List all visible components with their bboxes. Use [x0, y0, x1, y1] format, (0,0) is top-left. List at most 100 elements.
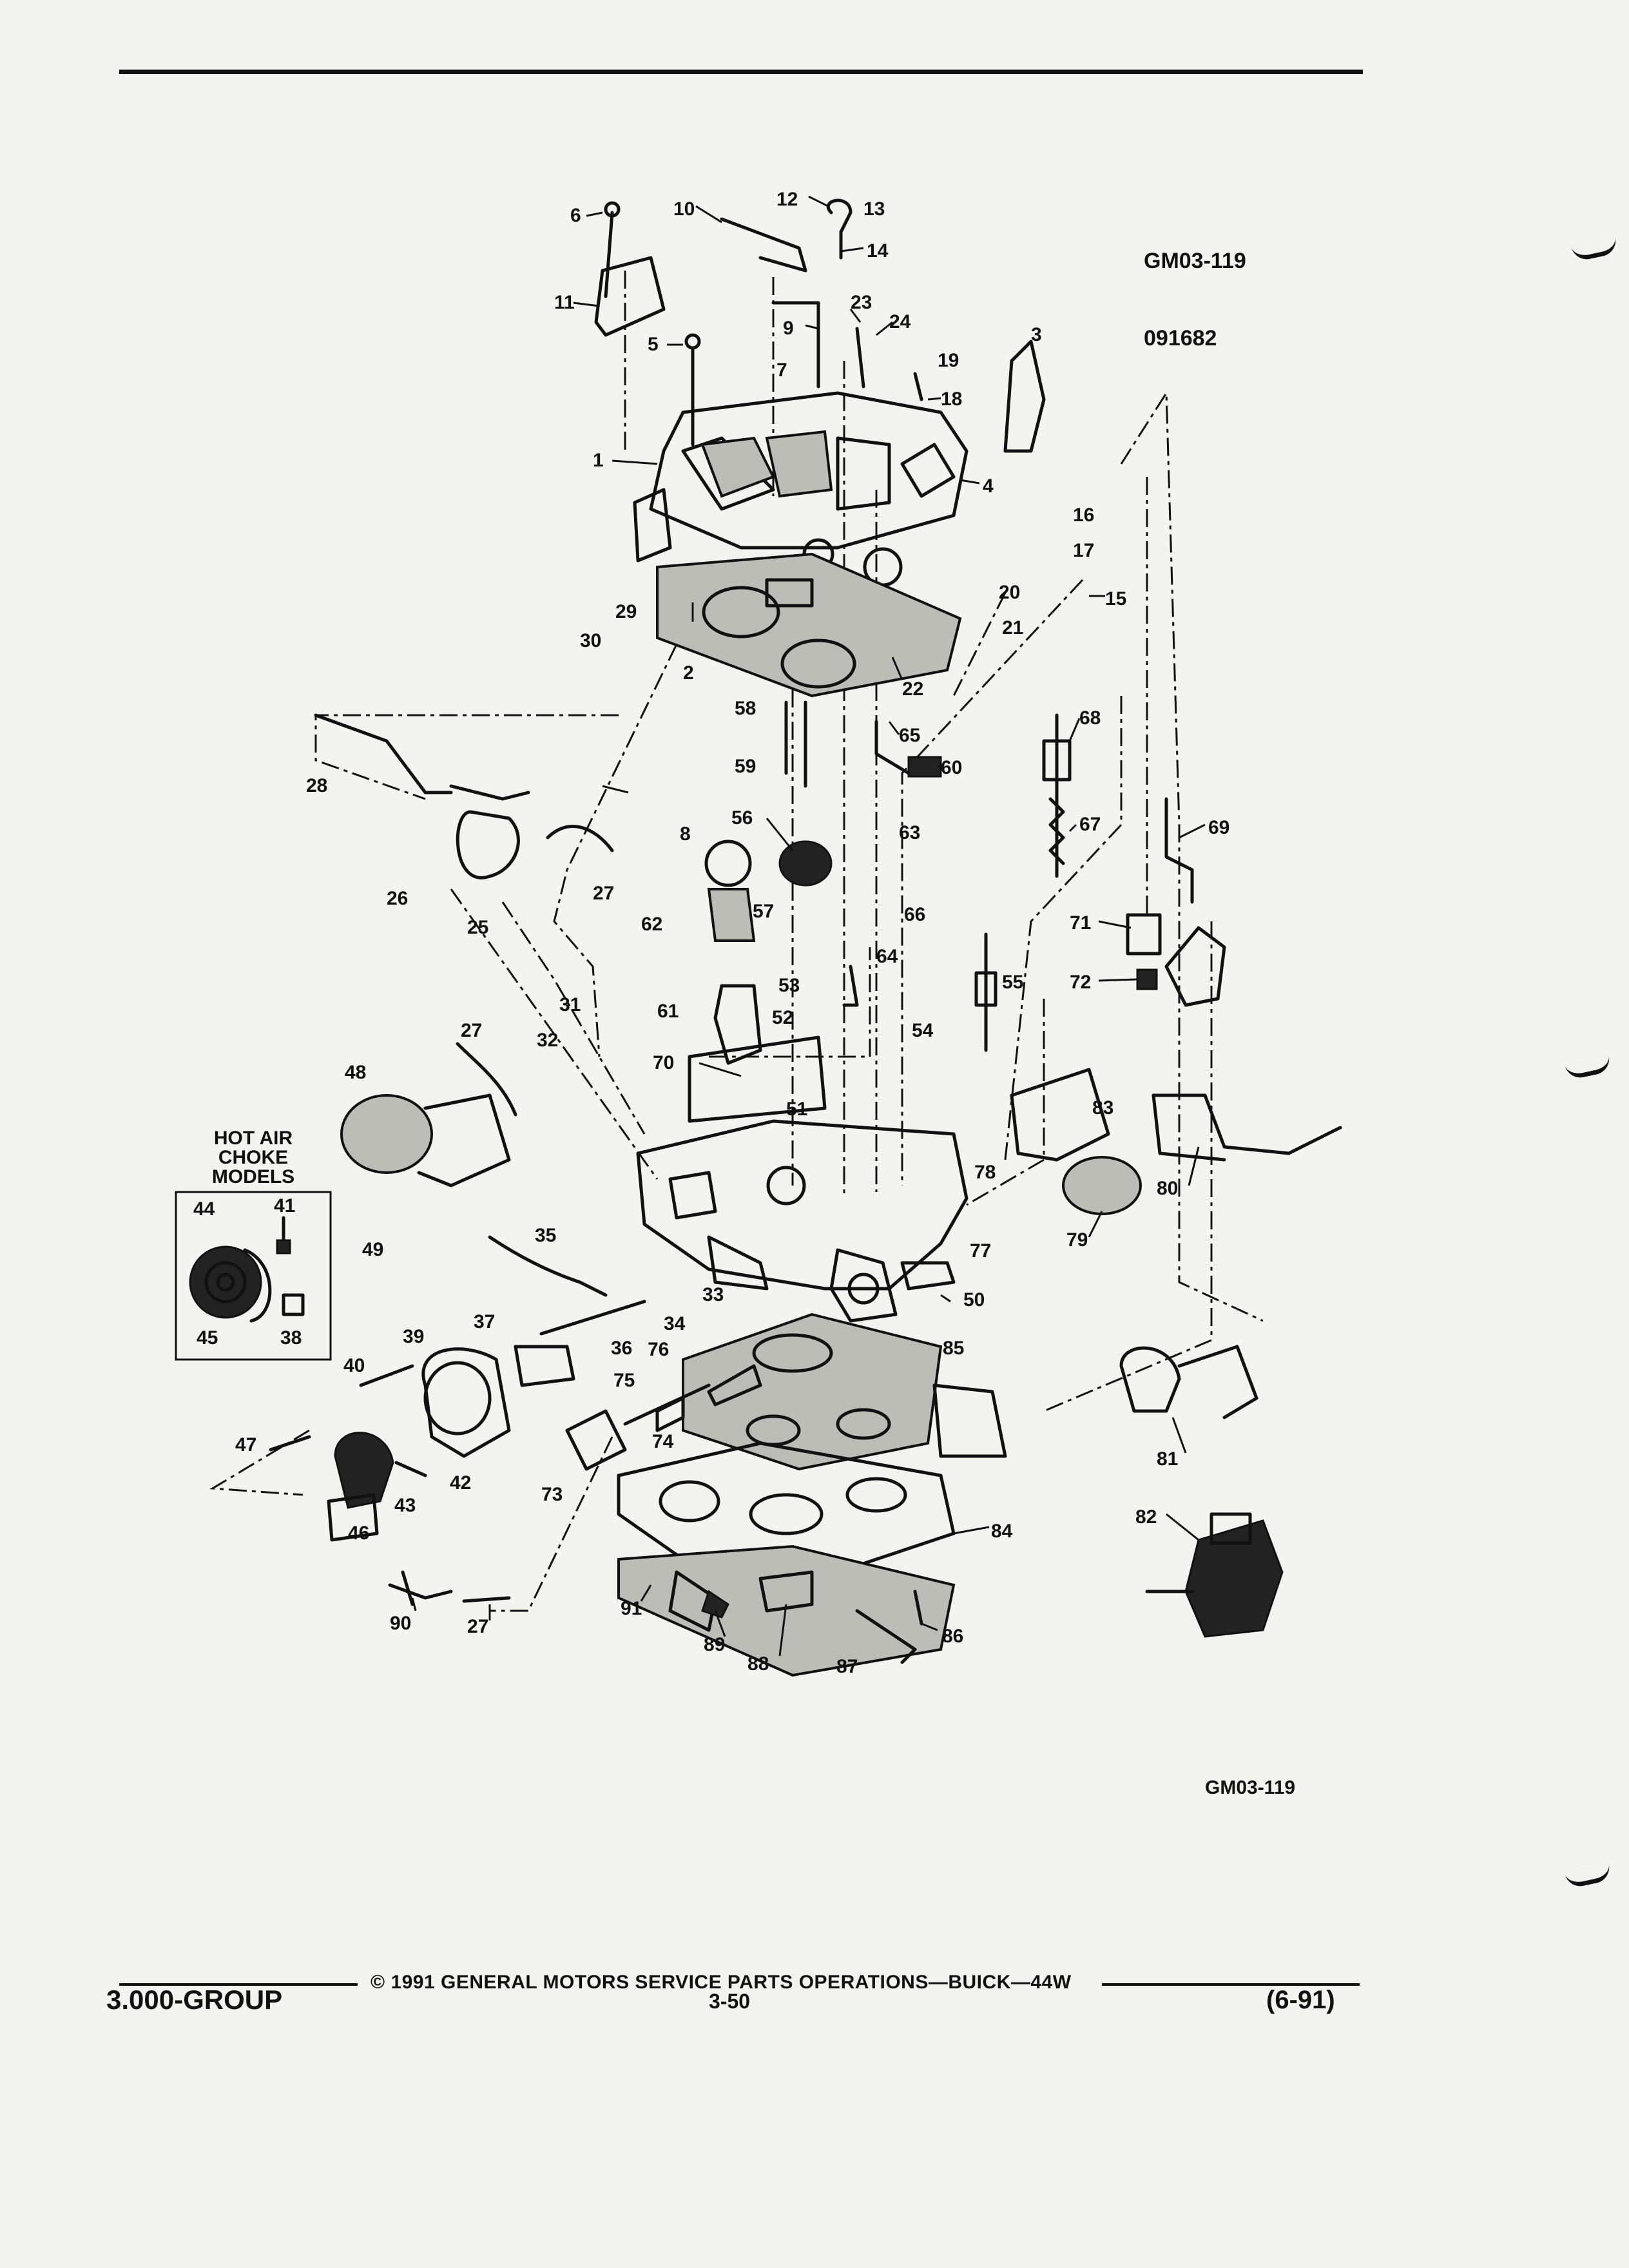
callout-48: 48	[345, 1062, 367, 1083]
callout-72: 72	[1070, 972, 1092, 993]
callout-42: 42	[450, 1472, 472, 1494]
callout-23: 23	[851, 292, 872, 313]
callout-28: 28	[306, 775, 328, 796]
callout-76: 76	[648, 1339, 670, 1360]
callout-36: 36	[611, 1338, 633, 1359]
top-rule	[119, 70, 1363, 74]
inset-title-line-2: CHOKE	[218, 1147, 289, 1168]
callout-27b: 27	[461, 1020, 483, 1041]
callout-41: 41	[274, 1195, 296, 1216]
callout-21: 21	[1002, 617, 1024, 639]
callout-11: 11	[554, 292, 575, 313]
callout-91: 91	[621, 1598, 642, 1619]
callout-33: 33	[702, 1284, 724, 1305]
callout-66: 66	[904, 904, 926, 925]
callout-22: 22	[902, 678, 924, 700]
callout-73: 73	[541, 1484, 563, 1505]
callout-83: 83	[1092, 1097, 1114, 1119]
callout-35: 35	[535, 1225, 557, 1246]
callout-86: 86	[942, 1626, 964, 1647]
callout-51: 51	[786, 1099, 808, 1120]
callout-13: 13	[863, 198, 885, 220]
callout-44: 44	[193, 1198, 215, 1220]
callout-55: 55	[1002, 972, 1024, 993]
callout-78: 78	[974, 1162, 996, 1183]
callout-61: 61	[657, 1001, 679, 1022]
callout-74: 74	[652, 1431, 674, 1452]
callout-7: 7	[776, 360, 787, 381]
callout-1: 1	[593, 450, 604, 471]
callout-9: 9	[783, 318, 794, 339]
callout-27a: 27	[593, 883, 615, 904]
callout-20: 20	[999, 582, 1021, 603]
inset-title-line-3: MODELS	[211, 1166, 295, 1187]
callout-45: 45	[197, 1327, 218, 1349]
callout-56: 56	[731, 807, 753, 829]
callout-84: 84	[991, 1521, 1013, 1542]
callout-82: 82	[1135, 1506, 1157, 1528]
callout-87: 87	[836, 1656, 858, 1677]
callout-63: 63	[899, 822, 921, 843]
callout-26: 26	[387, 888, 409, 909]
callout-14: 14	[867, 240, 889, 262]
callout-37: 37	[474, 1311, 496, 1332]
footer-rule-left	[119, 1983, 358, 1986]
callout-30: 30	[580, 630, 602, 651]
callout-77: 77	[970, 1240, 992, 1262]
callout-65: 65	[899, 725, 921, 746]
callout-81: 81	[1157, 1448, 1179, 1470]
callout-59: 59	[735, 756, 757, 777]
callout-6: 6	[570, 205, 581, 226]
callout-2: 2	[683, 662, 694, 684]
callout-40: 40	[343, 1355, 365, 1376]
callout-58: 58	[735, 698, 757, 719]
inset-title: HOT AIR CHOKE MODELS	[182, 1129, 324, 1187]
callout-49: 49	[362, 1239, 384, 1260]
callout-19: 19	[938, 350, 959, 371]
footer-copyright: © 1991 GENERAL MOTORS SERVICE PARTS OPER…	[371, 1972, 1072, 1993]
callout-54: 54	[912, 1020, 934, 1041]
callout-57: 57	[753, 901, 775, 922]
callout-67: 67	[1079, 814, 1101, 835]
callout-79: 79	[1066, 1229, 1088, 1251]
callout-64: 64	[876, 946, 898, 967]
callout-34: 34	[664, 1313, 686, 1334]
callout-5: 5	[648, 334, 659, 355]
callout-4: 4	[983, 476, 994, 497]
footer-group: 3.000-GROUP	[106, 1984, 283, 2015]
figure-code: GM03-119 091682	[1144, 197, 1246, 377]
callout-60: 60	[941, 757, 963, 778]
callout-3: 3	[1031, 324, 1042, 345]
figure-code-date: 091682	[1144, 326, 1217, 351]
callout-68: 68	[1079, 707, 1101, 729]
callout-70: 70	[653, 1052, 675, 1073]
callout-43: 43	[394, 1495, 416, 1516]
callout-46: 46	[348, 1523, 370, 1544]
callout-62: 62	[641, 914, 663, 935]
footer-date-code: (6-91)	[1266, 1986, 1335, 2014]
callout-38: 38	[280, 1327, 302, 1349]
callout-29: 29	[615, 601, 637, 622]
callout-50: 50	[963, 1289, 985, 1311]
callout-10: 10	[673, 198, 695, 220]
figure-code-number: GM03-119	[1144, 249, 1246, 273]
callout-27c: 27	[467, 1616, 489, 1637]
callout-89: 89	[704, 1634, 726, 1655]
bottom-figure-code: GM03-119	[1205, 1777, 1296, 1798]
callout-8: 8	[680, 823, 691, 845]
callout-16: 16	[1073, 505, 1095, 526]
callout-75: 75	[613, 1370, 635, 1391]
callout-15: 15	[1105, 588, 1127, 610]
callout-31: 31	[559, 994, 581, 1015]
footer-page-number: 3-50	[709, 1990, 751, 2013]
callout-52: 52	[772, 1007, 794, 1028]
callout-90: 90	[390, 1613, 412, 1634]
callout-53: 53	[778, 975, 800, 996]
callout-39: 39	[403, 1326, 425, 1347]
callout-85: 85	[943, 1338, 965, 1359]
footer-rule-right	[1102, 1983, 1360, 1986]
callout-80: 80	[1157, 1178, 1179, 1199]
callout-69: 69	[1208, 817, 1230, 838]
inset-title-line-1: HOT AIR	[213, 1128, 293, 1149]
